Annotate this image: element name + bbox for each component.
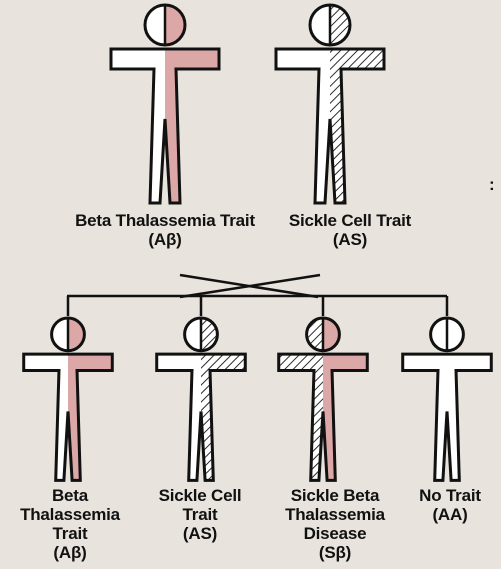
label-line: No Trait: [400, 486, 500, 505]
beta-thalassemia-trait-figure-icon-child-1: [24, 318, 113, 480]
label-line: Thalassemia: [10, 505, 130, 524]
label-line: Sickle Beta: [265, 486, 405, 505]
child-label-no-trait: No Trait(AA): [400, 486, 500, 524]
label-line: Beta: [10, 486, 130, 505]
parent-label-beta-thalassemia-trait: Beta Thalassemia Trait(Aβ): [50, 211, 280, 249]
no-trait-figure-icon-child-4: [403, 318, 492, 480]
label-line: (AA): [400, 505, 500, 524]
cut-off-text-fragment: :: [489, 175, 495, 195]
cross-connector-lines: [67, 275, 447, 316]
label-line: (Aβ): [10, 543, 130, 562]
sickle-cell-trait-figure-icon-child-2: [157, 318, 246, 480]
label-line: Sickle Cell Trait: [260, 211, 440, 230]
label-line: (AS): [260, 230, 440, 249]
label-line: (Aβ): [50, 230, 280, 249]
label-line: Disease: [265, 524, 405, 543]
sickle-cell-trait-figure-icon-2: [276, 5, 384, 203]
label-line: Sickle Cell: [140, 486, 260, 505]
beta-thalassemia-trait-figure-icon-1: [111, 5, 219, 203]
label-line: Trait: [140, 505, 260, 524]
label-line: Beta Thalassemia Trait: [50, 211, 280, 230]
label-line: Thalassemia: [265, 505, 405, 524]
label-line: (AS): [140, 524, 260, 543]
label-line: (Sβ): [265, 543, 405, 562]
parent-label-sickle-cell-trait: Sickle Cell Trait(AS): [260, 211, 440, 249]
sickle-beta-thalassemia-figure-icon-child-3: [279, 318, 368, 480]
label-line: Trait: [10, 524, 130, 543]
